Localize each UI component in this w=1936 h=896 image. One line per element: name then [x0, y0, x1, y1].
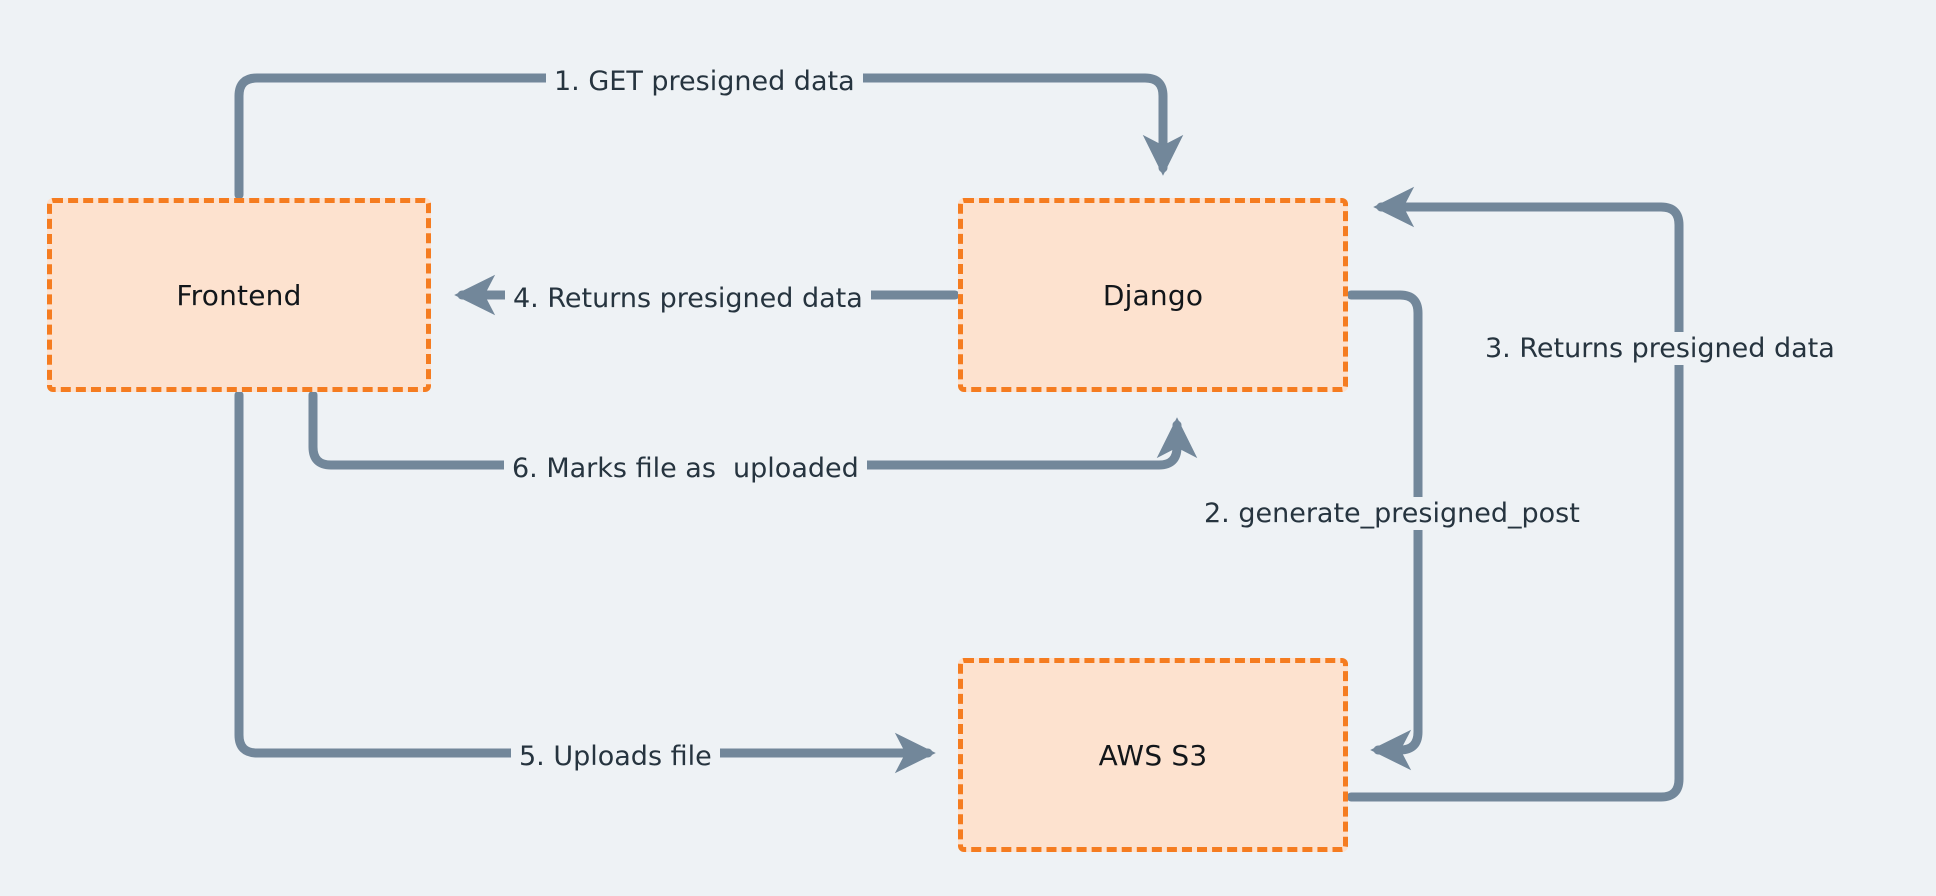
node-frontend[interactable]: Frontend [47, 198, 431, 392]
edge-label-6: 6. Marks file as uploaded [504, 452, 867, 485]
node-frontend-label: Frontend [176, 278, 302, 312]
edge-5-path [234, 390, 936, 774]
edge-label-3: 3. Returns presigned data [1477, 332, 1843, 365]
edge-label-5: 5. Uploads file [511, 740, 720, 773]
node-aws-s3-label: AWS S3 [1098, 738, 1208, 772]
edge-label-4: 4. Returns presigned data [505, 282, 871, 315]
edge-3-path [1346, 186, 1684, 802]
node-aws-s3[interactable]: AWS S3 [958, 658, 1348, 852]
node-django-label: Django [1102, 278, 1204, 312]
node-django[interactable]: Django [958, 198, 1348, 392]
edge-label-1: 1. GET presigned data [546, 65, 863, 98]
edge-label-2: 2. generate_presigned_post [1196, 497, 1588, 530]
